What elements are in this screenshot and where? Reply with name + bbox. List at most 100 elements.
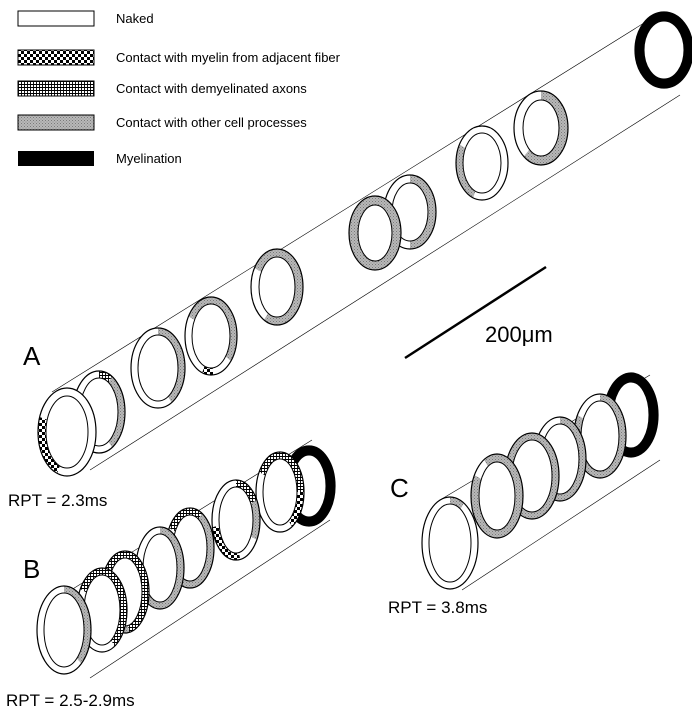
panel-a-ring-segment-other	[523, 93, 568, 166]
panel-a-ring-inner-edge	[357, 204, 393, 262]
panel-b-ring-inner-edge	[218, 486, 254, 554]
panel-a-ring	[348, 195, 402, 271]
panel-b-ring-segment-other	[181, 513, 214, 588]
panel-b-ring-segment-other	[250, 500, 260, 540]
panel-c-outline-lower	[461, 459, 661, 591]
panel-b-outline-lower	[89, 519, 331, 679]
panel-b-ring-segment-myelin-adjacent	[288, 492, 304, 527]
panel-a-ring-outer-edge	[513, 90, 569, 166]
panel-a-ring	[634, 11, 692, 89]
panel-b-ring-segment-demyelinated	[236, 480, 257, 504]
panel-b-ring-outer-edge	[211, 479, 261, 561]
panel-a-ring-segment-other	[188, 297, 211, 320]
panel-b-ring-segment-demyelinated	[169, 508, 190, 532]
panel-a-ring	[250, 248, 304, 326]
panel-a-ring-outer-edge	[455, 125, 509, 201]
panel-a-ring-inner-edge	[137, 334, 179, 402]
panel-a-ring-inner-edge	[258, 256, 296, 318]
panel-a: A RPT = 2.3ms	[8, 11, 692, 510]
panel-c-ring-outer-edge	[421, 496, 479, 590]
panel-b-ring	[211, 479, 261, 561]
panel-a-rings	[37, 11, 692, 477]
legend-swatch-demyelinated	[17, 80, 95, 97]
legend-label-naked: Naked	[116, 11, 154, 26]
panel-a-ring-segment-other	[277, 249, 294, 265]
panel-b-ring-segment-demyelinated	[104, 551, 125, 575]
panel-a-ring-outer-edge	[634, 11, 692, 89]
panel-b-ring-segment-demyelinated	[111, 602, 127, 647]
panel-a-ring-segment-naked	[67, 388, 96, 448]
panel-c-ring-segment-other	[551, 451, 586, 502]
panel-c-ring-segment-naked	[537, 417, 560, 442]
panel-b-ring-segment-other	[144, 594, 176, 609]
panel-a-ring-outer-edge	[130, 327, 186, 409]
panel-c-rpt: RPT = 3.8ms	[388, 598, 487, 617]
legend-label-myelination: Myelination	[116, 151, 182, 166]
panel-c-ring	[421, 496, 479, 590]
panel-a-ring-segment-other	[108, 376, 125, 448]
panel-b-ring	[36, 585, 92, 675]
panel-a-ring-segment-other	[211, 297, 238, 362]
panel-a-outline-lower	[89, 94, 681, 471]
panel-b-ring-inner-edge	[262, 458, 298, 526]
panel-a-ring-segment-naked	[130, 354, 172, 409]
panel-a-ring	[513, 90, 569, 166]
panel-a-ring-segment-naked	[517, 91, 541, 114]
panel-b-ring-inner-edge	[43, 592, 85, 668]
panel-b-ring-segment-myelin-adjacent	[212, 525, 241, 560]
panel-b-rpt: RPT = 2.5-2.9ms	[6, 691, 135, 710]
panel-a-ring-segment-naked	[387, 175, 410, 198]
panel-a-ring-segment-naked	[482, 126, 508, 187]
panel-b-rings	[36, 445, 336, 675]
panel-b-ring	[255, 451, 305, 533]
panel-a-ring-inner-edge	[45, 395, 89, 469]
panel-c-rings	[421, 372, 659, 590]
panel-a-ring-outer-edge	[184, 296, 238, 376]
panel-a-ring-segment-demyelinated	[99, 371, 112, 383]
panel-b-ring-segment-naked	[238, 536, 257, 560]
legend-swatch-other	[17, 114, 95, 131]
legend-swatch-myelin-adjacent	[17, 49, 95, 66]
legend-label-demyelinated: Contact with demyelinated axons	[116, 81, 307, 96]
panel-b-ring-segment-naked	[37, 586, 82, 674]
panel-c-ring-segment-naked	[474, 459, 488, 479]
panel-b-ring-segment-other	[160, 527, 185, 600]
panel-a-ring	[130, 327, 186, 409]
panel-b-ring-segment-demyelinated	[280, 452, 304, 492]
panel-b: B RPT = 2.5-2.9ms	[6, 439, 336, 710]
panel-a-ring-segment-other	[158, 328, 186, 403]
legend-swatch-myelination	[18, 151, 94, 166]
panel-c-ring-segment-other	[450, 497, 464, 510]
panel-a-ring	[37, 387, 97, 477]
panel-c-ring-inner-edge	[478, 461, 516, 531]
panel-c-ring-inner-edge	[428, 503, 472, 583]
panel-a-ring-inner-edge	[522, 99, 560, 157]
panel-b-ring-segment-naked	[212, 480, 236, 527]
legend: Naked Contact with myelin from adjacent …	[17, 10, 341, 166]
panel-b-letter: B	[23, 554, 40, 584]
panel-b-ring-segment-demyelinated	[259, 452, 280, 476]
panel-b-ring-segment-demyelinated	[190, 508, 202, 520]
panel-b-ring-segment-demyelinated	[80, 568, 102, 593]
scale-bar-line	[404, 265, 547, 360]
panel-a-ring-inner-edge	[643, 20, 685, 80]
panel-b-ring-segment-naked	[271, 520, 292, 532]
panel-c-ring-segment-naked	[577, 394, 600, 419]
panel-b-ring-outer-edge	[255, 451, 305, 533]
panel-a-ring-outer-edge	[250, 248, 304, 326]
legend-label-other: Contact with other cell processes	[116, 115, 307, 130]
panel-b-ring-outer-edge	[36, 585, 92, 675]
panel-a-rpt: RPT = 2.3ms	[8, 491, 107, 510]
legend-swatch-naked	[17, 10, 95, 27]
panel-a-letter: A	[23, 341, 41, 371]
panel-a-ring-segment-other	[264, 257, 303, 325]
panel-a-ring-segment-myelin-adjacent	[38, 416, 60, 474]
panel-c-ring-inner-edge	[580, 400, 620, 472]
panel-a-ring	[455, 125, 509, 201]
panel-a-ring-segment-naked	[473, 182, 502, 201]
scale-bar-label: 200μm	[485, 322, 553, 347]
panel-a-ring-segment-other	[541, 91, 551, 102]
panel-a-ring-inner-edge	[462, 132, 502, 194]
panel-a-ring-segment-other	[410, 175, 436, 249]
